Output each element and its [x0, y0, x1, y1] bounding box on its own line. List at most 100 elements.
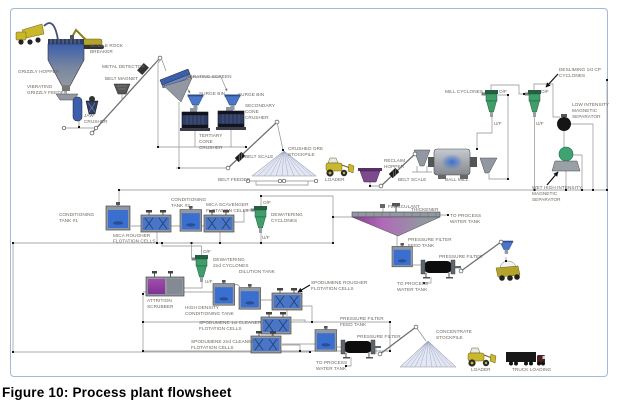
cake-truck-icon — [495, 260, 521, 281]
flowsheet-diagram: MOBILE ROCK BREAKER GRIZZLY HOPPER VIBRA… — [12, 22, 610, 372]
label-spodumene-rougher: SPODUMENE ROUGHER — [311, 280, 368, 285]
label-reclaim-hopper: RECLAIM — [384, 158, 405, 163]
flowsheet-frame — [10, 8, 608, 377]
label-spodumene-rougher: FLOTATION CELLS — [311, 286, 354, 291]
spodumene-rougher-cells-icon — [271, 287, 303, 311]
label-lims: MAGNETIC — [572, 108, 598, 113]
pf-feed-tank-2-icon — [314, 325, 338, 352]
mica-rougher-cells-icon — [140, 209, 172, 233]
label-to-process-water-2: TO PROCESS — [397, 281, 428, 286]
grizzly-hopper-icon — [47, 39, 85, 91]
semi-truck-icon — [506, 352, 545, 366]
spodumene-1st-cleaner-cells-icon — [260, 311, 292, 335]
mica-scavenger-cells-icon — [203, 209, 235, 233]
label-dewatering-2nd: 2nd CYCLONES — [213, 263, 249, 268]
label-metal-detector: METAL DETECTOR — [102, 64, 145, 69]
label-belt-magnet: BELT MAGNET — [105, 76, 138, 81]
metal-detector-icon — [137, 62, 149, 76]
label-attrition-scrubber: ATTRITION — [147, 298, 172, 303]
labels: MOBILE ROCK BREAKER GRIZZLY HOPPER VIBRA… — [18, 43, 610, 372]
label-conditioning-tank-2: CONDITIONING — [171, 197, 207, 202]
label-flocculant: FLOCCULANT — [388, 204, 420, 209]
conditioning-tank-2-icon — [179, 205, 203, 232]
attrition-scrubber-icon — [145, 271, 185, 297]
label-mica-rougher: FLOTATION CELLS — [113, 239, 156, 244]
conveyor-pulleys — [61, 55, 504, 357]
label-spod-1st-cleaner: FLOTATION CELLS — [199, 326, 242, 331]
label-vibrating-grizzly-feeder: VIBRATING — [27, 84, 53, 89]
secondary-cone-crusher-icon — [215, 106, 247, 131]
label-spod-2nd-cleaner: FLOTATION CELLS — [191, 345, 234, 350]
ball-mill-icon — [412, 148, 498, 179]
dump-truck-icon — [15, 23, 45, 45]
label-crushed-ore-stockpile: STOCKPILE — [288, 152, 315, 157]
label-tertiary-cone-crusher: CRUSHER — [199, 145, 223, 150]
label-surge-bin-2: SURGE BIN — [238, 92, 264, 97]
label-conditioning-tank-1: CONDITIONING — [59, 212, 95, 217]
label-dewatering2-uf: U/F — [205, 279, 213, 284]
label-dewatering-cyclones: CYCLONES — [271, 218, 297, 223]
crushed-ore-stockpile-icon — [251, 150, 317, 177]
label-tertiary-cone-crusher: TERTIARY — [199, 133, 223, 138]
loader-2-icon — [467, 347, 497, 368]
label-secondary-cone-crusher: SECONDARY — [245, 103, 276, 108]
dewatering-2nd-cyclone-icon — [191, 254, 209, 283]
label-truck-loading: TRUCK LOADING — [512, 367, 551, 372]
label-to-process-water-3: TO PROCESS — [316, 360, 347, 365]
label-spod-1st-cleaner: SPODUMENE 1st CLEANER — [199, 320, 262, 325]
label-desliming-cyclones: CYCLONES — [559, 73, 585, 78]
label-vibrating-screen: VIBRATING SCREEN — [185, 74, 232, 79]
desliming-cyclone-icon — [524, 89, 542, 118]
label-belt-scale-1: BELT SCALE — [245, 154, 273, 159]
label-lims: SEPARATOR — [572, 114, 601, 119]
label-mica-scavenger: MICA SCAVENGER — [206, 202, 249, 207]
label-pf-feed-tank-2: FEED TANK — [340, 322, 367, 327]
mill-cyclone-icon — [481, 89, 499, 118]
label-pressure-filter-2: PRESSURE FILTER — [357, 334, 401, 339]
dilution-tank-icon — [238, 283, 262, 310]
label-lims: LOW INTENSITY — [572, 102, 610, 107]
label-loader-2: LOADER — [471, 367, 491, 372]
label-jaw-crusher: CRUSHER — [84, 119, 108, 124]
label-hd-conditioning-tank: CONDITIONING TANK — [185, 311, 235, 316]
label-conditioning-tank-2: TANK #2 — [171, 203, 190, 208]
label-spod-2nd-cleaner: SPODUMENE 2nd CLEANER — [191, 339, 255, 344]
belt-magnet-icon — [113, 83, 131, 100]
label-surge-bin-1: SURGE BIN — [199, 91, 225, 96]
jaw-crusher-icon — [72, 96, 99, 122]
label-mobile-rock-breaker: BREAKER — [90, 49, 113, 54]
figure-caption: Figure 10: Process plant flowsheet — [2, 385, 232, 400]
label-desliming-cyclones: DESLIMING 1st CP — [559, 67, 601, 72]
label-dewatering-of: O/F — [263, 200, 271, 205]
label-to-process-water-2: WATER TANK — [397, 287, 428, 292]
label-mill-cyclones-uf: U/F — [494, 121, 502, 126]
conditioning-tank-1-icon — [105, 201, 131, 231]
reclaim-hopper-icon — [358, 168, 382, 183]
label-mill-cyclones: MILL CYCLONES — [445, 89, 483, 94]
label-pf-feed-tank-1: PRESSURE FILTER — [408, 237, 452, 242]
label-dewatering-uf: U/F — [262, 235, 270, 240]
label-belt-feeder: BELT FEEDER — [218, 177, 251, 182]
thickener-icon — [351, 203, 441, 237]
label-to-process-water-3: WATER TANK — [316, 366, 347, 371]
label-conditioning-tank-1: TANK #1 — [59, 218, 78, 223]
loader-1-icon — [325, 157, 355, 178]
label-leader-arrows — [297, 73, 559, 293]
label-mill-cyclones-of: O/F — [499, 89, 507, 94]
vibrating-screen-icon — [159, 68, 193, 103]
label-tertiary-cone-crusher: CONE — [199, 139, 213, 144]
label-whims: SEPARATOR — [532, 197, 561, 202]
label-pf-feed-tank-1: FEED TANK — [408, 243, 435, 248]
label-grizzly-hopper: GRIZZLY HOPPER — [18, 69, 60, 74]
dewatering-cyclone-icon — [250, 205, 268, 234]
label-dewatering2-of: O/F — [203, 249, 211, 254]
label-desliming-of: O/F — [541, 89, 549, 94]
label-desliming-uf: U/F — [536, 121, 544, 126]
label-attrition-scrubber: SCRUBBER — [147, 304, 174, 309]
low-intensity-magnetic-separator-icon — [557, 114, 571, 131]
label-concentrate-stockpile: CONCENTRATE — [436, 329, 472, 334]
mobile-rock-breaker-icon — [70, 28, 104, 49]
label-to-process-water-1: TO PROCESS — [450, 213, 481, 218]
tertiary-cone-crusher-icon — [179, 107, 211, 132]
